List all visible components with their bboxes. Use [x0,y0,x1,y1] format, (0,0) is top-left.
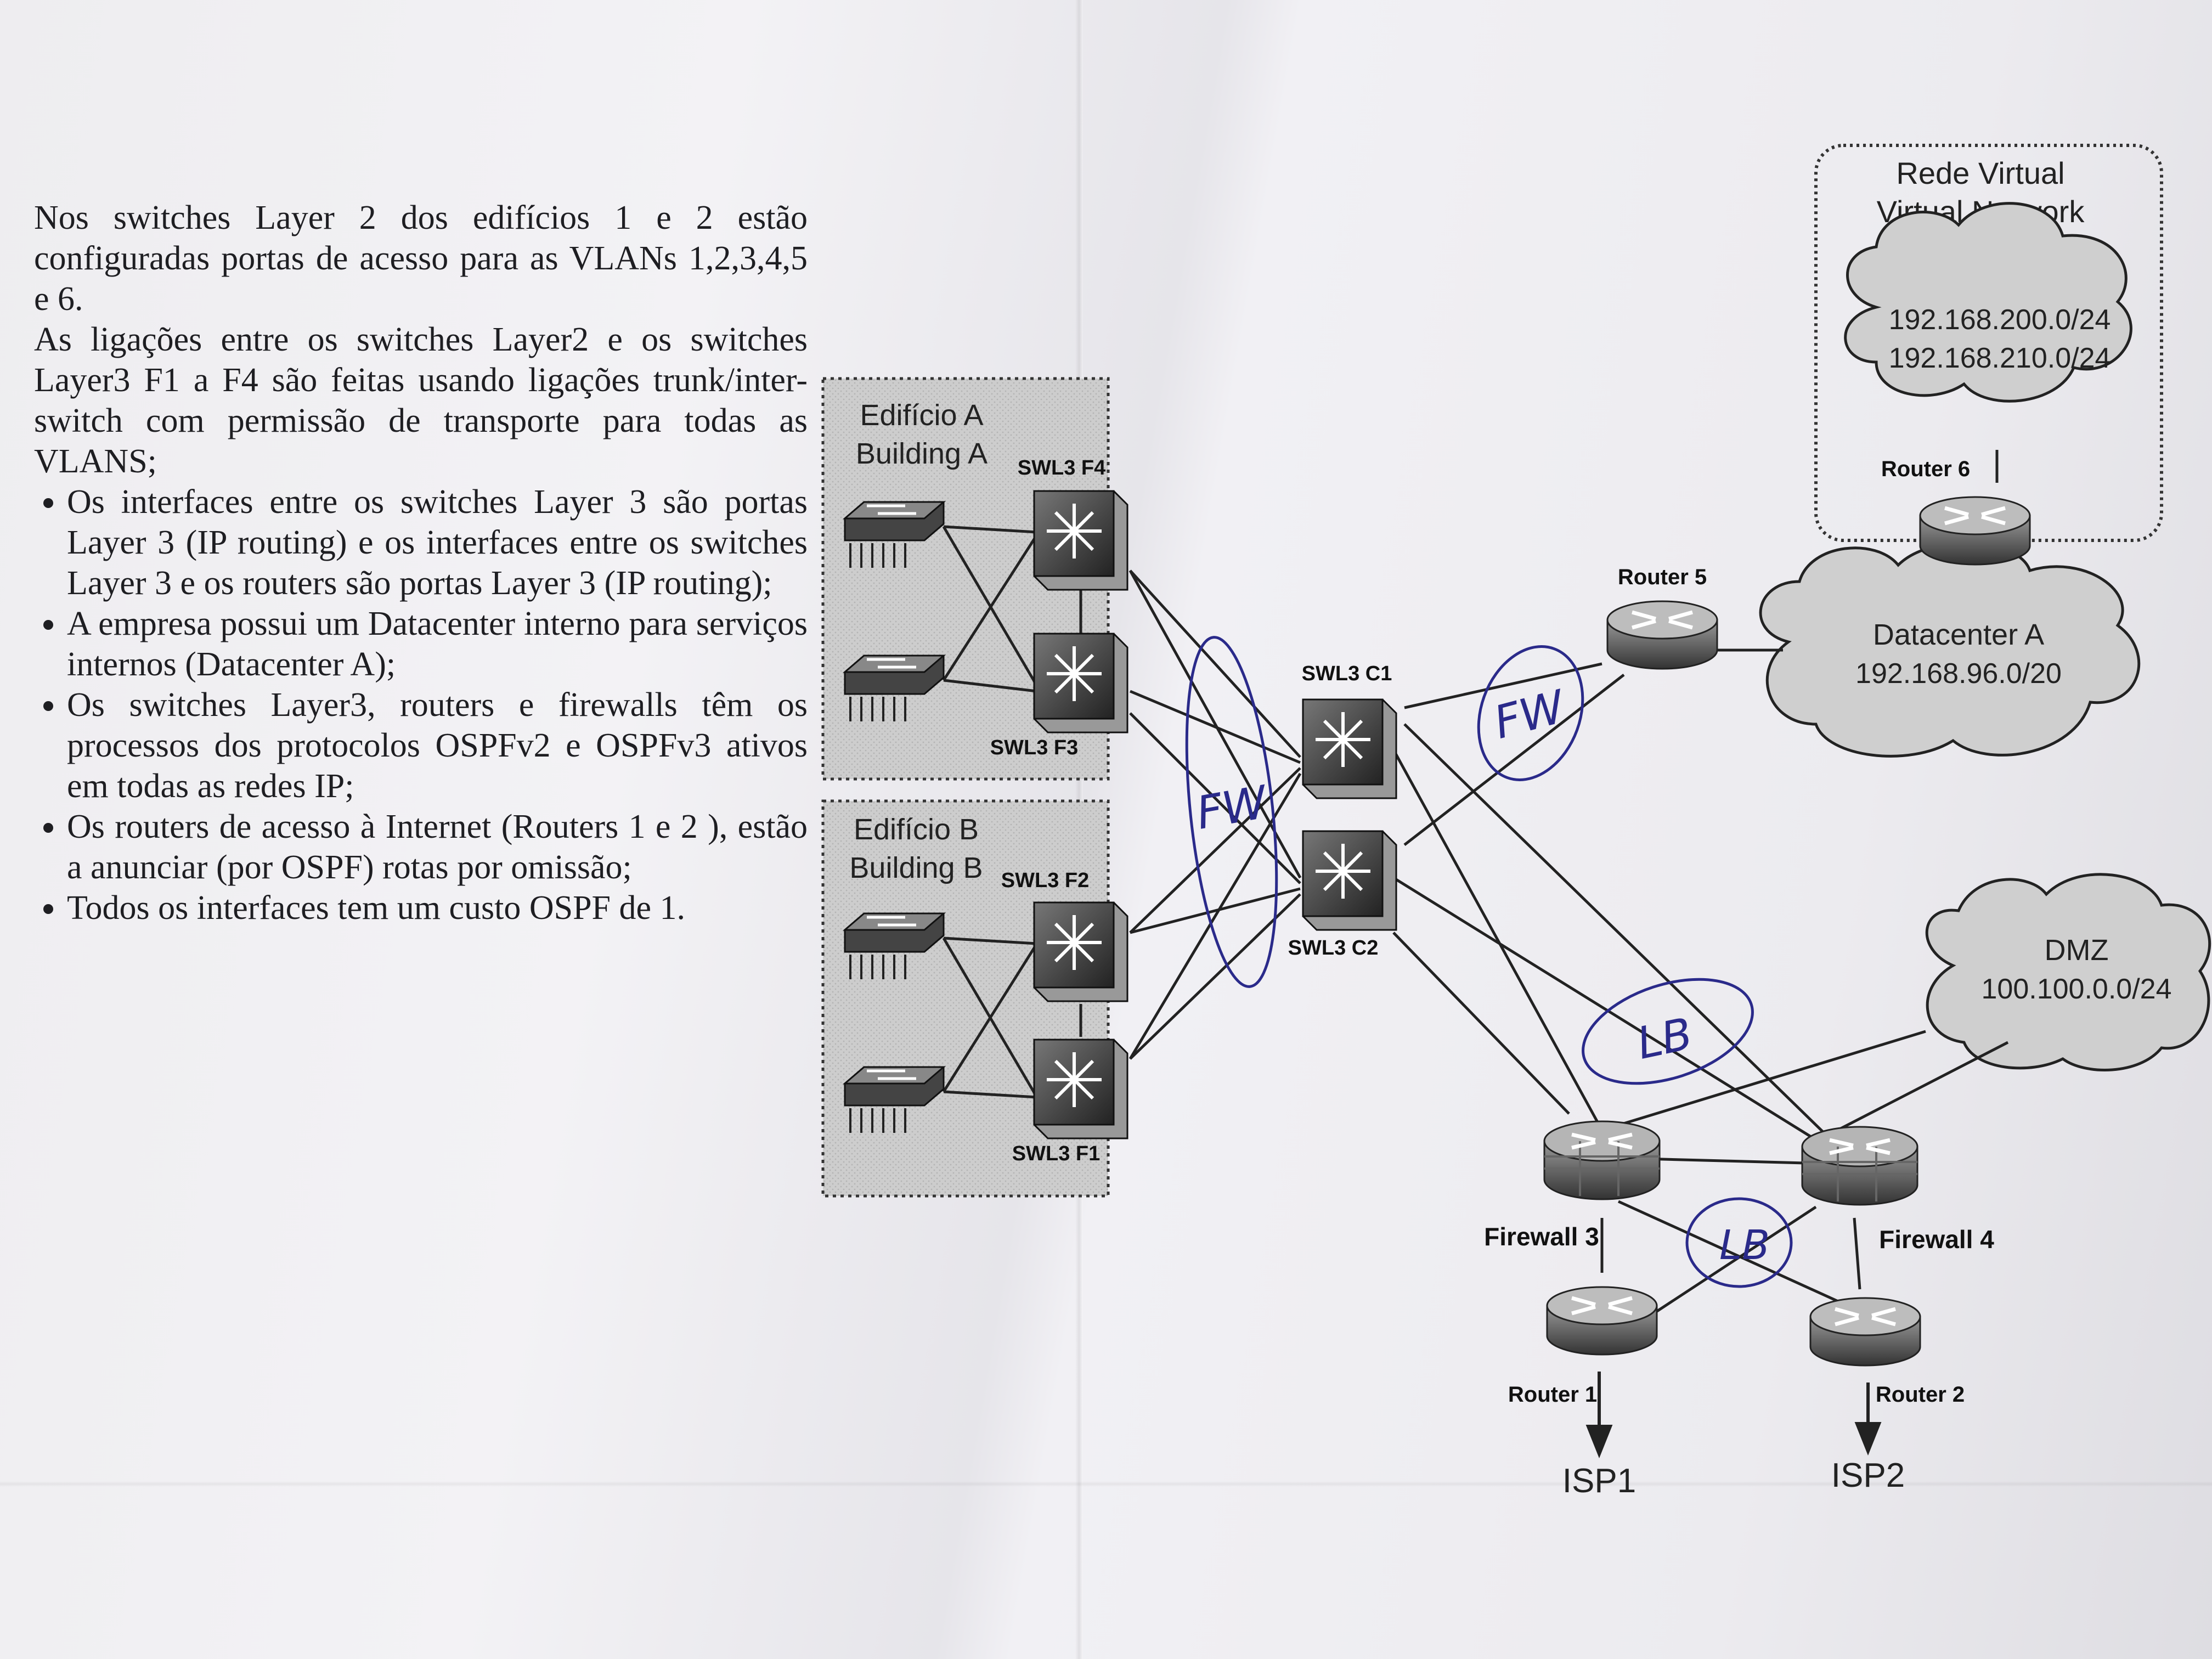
label-router-2: Router 2 [1876,1383,1965,1407]
handwritten-fw-right: FW [1489,680,1572,749]
label-swl3-c1: SWL3 C1 [1302,662,1392,685]
dmz-name: DMZ [2045,934,2109,967]
label-isp1: ISP1 [1562,1462,1636,1500]
network-links [942,450,2009,1324]
firewall-3 [1544,1121,1660,1199]
dmz-cloud [1925,873,2211,1071]
virtual-network-cloud [1844,202,2132,403]
router-6 [1920,497,2030,565]
building-a-label: Edifício A [860,399,983,432]
virtual-net-2: 192.168.210.0/24 [1889,342,2111,374]
datacenter-net: 192.168.96.0/20 [1855,658,2062,690]
bullet-item: Todos os interfaces tem um custo OSPF de… [67,888,808,928]
l3-switch-f2 [1034,902,1127,1001]
handwritten-lb-top: LB [1633,1008,1697,1069]
l3-switch-f3 [1034,634,1127,732]
l3-switch-c1 [1303,699,1396,798]
label-firewall-3: Firewall 3 [1484,1222,1599,1251]
bullet-item: A empresa possui um Datacenter interno p… [67,603,808,685]
label-isp2: ISP2 [1831,1457,1905,1494]
datacenter-name: Datacenter A [1873,618,2044,651]
router-2 [1810,1298,1920,1365]
virtual-network-box [1814,144,2163,542]
dmz-net: 100.100.0.0/24 [1982,973,2172,1005]
firewall-4 [1802,1127,1917,1205]
l3-switch-c2 [1303,831,1396,930]
l3-switch-f4 [1034,491,1127,590]
virtual-net-1: 192.168.200.0/24 [1889,304,2111,336]
label-router-1: Router 1 [1508,1383,1597,1407]
label-swl3-f1: SWL3 F1 [1012,1142,1100,1165]
label-firewall-4: Firewall 4 [1879,1225,1994,1254]
building-a-label-en: Building A [856,437,988,470]
label-swl3-f3: SWL3 F3 [990,736,1078,759]
label-swl3-f2: SWL3 F2 [1001,869,1089,892]
handwritten-fw-left: FW [1193,776,1273,839]
bullet-item: Os switches Layer3, routers e firewalls … [67,685,808,806]
bullet-item: Os interfaces entre os switches Layer 3 … [67,482,808,603]
l3-switch-f1 [1034,1040,1127,1138]
building-b-label: Edifício B [854,813,979,846]
router-1 [1547,1287,1657,1355]
router-5 [1607,601,1717,669]
label-swl3-f4: SWL3 F4 [1018,456,1105,479]
virtual-network-label: Rede Virtual [1896,156,2064,190]
paper-fold-horizontal [0,1481,2212,1487]
isp-arrows [1585,1372,1882,1459]
datacenter-cloud [1759,541,2141,758]
label-router-6: Router 6 [1881,457,1970,481]
description-bullet-list: Os interfaces entre os switches Layer 3 … [34,482,808,928]
label-router-5: Router 5 [1618,565,1707,589]
description-paragraph-1: Nos switches Layer 2 dos edifícios 1 e 2… [34,199,808,318]
building-b-label-en: Building B [849,851,983,884]
description-paragraph-2: As ligações entre os switches Layer2 e o… [34,321,808,480]
handwritten-lb-bottom: LB [1719,1222,1770,1269]
handwritten-marks [1185,636,1793,1288]
label-swl3-c2: SWL3 C2 [1288,936,1379,960]
bullet-item: Os routers de acesso à Internet (Routers… [67,806,808,888]
description-text: Nos switches Layer 2 dos edifícios 1 e 2… [34,198,808,928]
